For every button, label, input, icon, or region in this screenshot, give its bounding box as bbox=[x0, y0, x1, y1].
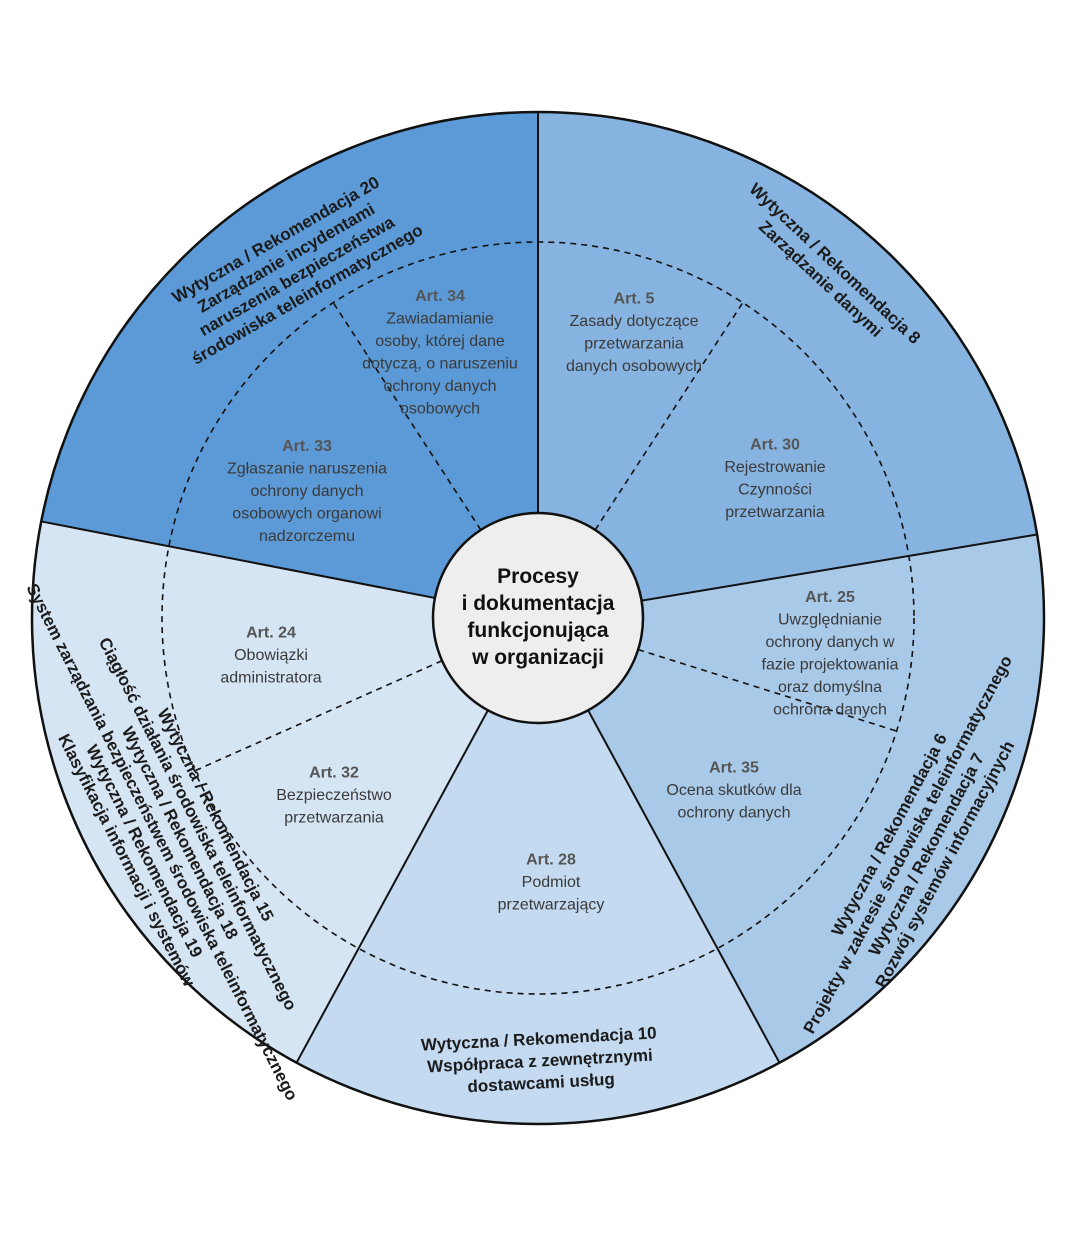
article-description-line: dotyczą, o naruszeniu bbox=[362, 355, 518, 372]
article-art-24: Art. 24 Obowiązki administratora bbox=[220, 625, 321, 687]
article-description-line: Uwzględnianie bbox=[778, 611, 882, 628]
article-description-line: Ocena skutków dla bbox=[666, 782, 801, 799]
article-description-line: Podmiot bbox=[522, 874, 581, 891]
dashed-subdivider bbox=[594, 302, 744, 531]
sector-top-right bbox=[538, 112, 1038, 618]
article-number: Art. 5 bbox=[614, 290, 655, 307]
article-description-line: administratora bbox=[220, 670, 321, 687]
article-art-34: Art. 34 Zawiadamianie osoby, której dane do… bbox=[362, 288, 518, 418]
article-number: Art. 30 bbox=[750, 436, 800, 453]
article-art-5: Art. 5 Zasady dotyczące przetwarzania danyc… bbox=[566, 290, 702, 375]
article-description-line: ochrona danych bbox=[773, 701, 887, 718]
article-art-32: Art. 32 Bezpieczeństwo przetwarzania bbox=[276, 765, 392, 827]
inner-dashed-circle bbox=[161, 241, 915, 995]
article-description-line: przetwarzania bbox=[584, 335, 684, 352]
article-description-line: przetwarzania bbox=[284, 810, 384, 827]
sector-left bbox=[31, 521, 538, 1063]
sector-bottom bbox=[296, 618, 780, 1125]
article-number: Art. 32 bbox=[309, 765, 359, 782]
dashed-subdivider bbox=[194, 659, 443, 772]
center-title-line: Procesy bbox=[497, 565, 579, 588]
center-title-line: funkcjonująca bbox=[467, 619, 609, 642]
article-description-line: przetwarzania bbox=[725, 504, 825, 521]
article-number: Art. 35 bbox=[709, 760, 759, 777]
center-title-line: i dokumentacja bbox=[462, 592, 615, 615]
article-art-28: Art. 28 Podmiot przetwarzający bbox=[498, 852, 605, 914]
article-description-line: Zasady dotyczące bbox=[570, 313, 699, 330]
article-number: Art. 24 bbox=[246, 625, 296, 642]
article-description-line: Obowiązki bbox=[234, 647, 308, 664]
article-art-33: Art. 33 Zgłaszanie naruszenia ochrony dany… bbox=[227, 438, 387, 545]
article-description-line: osobowych bbox=[400, 400, 480, 417]
outer-circle bbox=[30, 110, 1046, 1126]
article-description-line: Zgłaszanie naruszenia bbox=[227, 461, 387, 478]
center-title: Procesy i dokumentacja funkcjonująca w orga… bbox=[462, 565, 615, 669]
article-description-line: Bezpieczeństwo bbox=[276, 787, 392, 804]
dashed-subdivider bbox=[332, 302, 482, 531]
article-number: Art. 28 bbox=[526, 852, 576, 869]
dashed-subdivider bbox=[637, 648, 897, 732]
article-number: Art. 33 bbox=[282, 438, 332, 455]
sectors-layer bbox=[30, 110, 1046, 1126]
article-description-line: osoby, której dane bbox=[375, 333, 505, 350]
sector-right bbox=[538, 534, 1044, 1063]
article-description-line: danych osobowych bbox=[566, 358, 702, 375]
article-number: Art. 34 bbox=[415, 288, 465, 305]
article-description-line: Zawiadamianie bbox=[386, 310, 494, 327]
dashed-divisions bbox=[161, 241, 915, 995]
article-art-25: Art. 25 Uwzględnianie ochrony danych w fazi… bbox=[762, 589, 899, 719]
article-description-line: ochrony danych w bbox=[766, 634, 895, 651]
article-description-line: nadzorczemu bbox=[259, 528, 355, 545]
article-description-line: przetwarzający bbox=[498, 897, 605, 914]
article-art-35: Art. 35 Ocena skutków dla ochrony danych bbox=[666, 760, 801, 822]
sector-top-left bbox=[41, 112, 539, 618]
article-description-line: ochrony danych bbox=[251, 483, 364, 500]
article-description-line: ochrony danych bbox=[678, 805, 791, 822]
article-description-line: fazie projektowania bbox=[762, 656, 899, 673]
article-description-line: oraz domyślna bbox=[778, 679, 882, 696]
article-number: Art. 25 bbox=[805, 589, 855, 606]
article-description-line: osobowych organowi bbox=[232, 506, 381, 523]
article-description-line: ochrony danych bbox=[384, 378, 497, 395]
article-description-line: Rejestrowanie bbox=[724, 459, 825, 476]
center-title-line: w organizacji bbox=[471, 646, 604, 669]
article-description-line: Czynności bbox=[738, 481, 812, 498]
center-circle bbox=[431, 511, 645, 725]
